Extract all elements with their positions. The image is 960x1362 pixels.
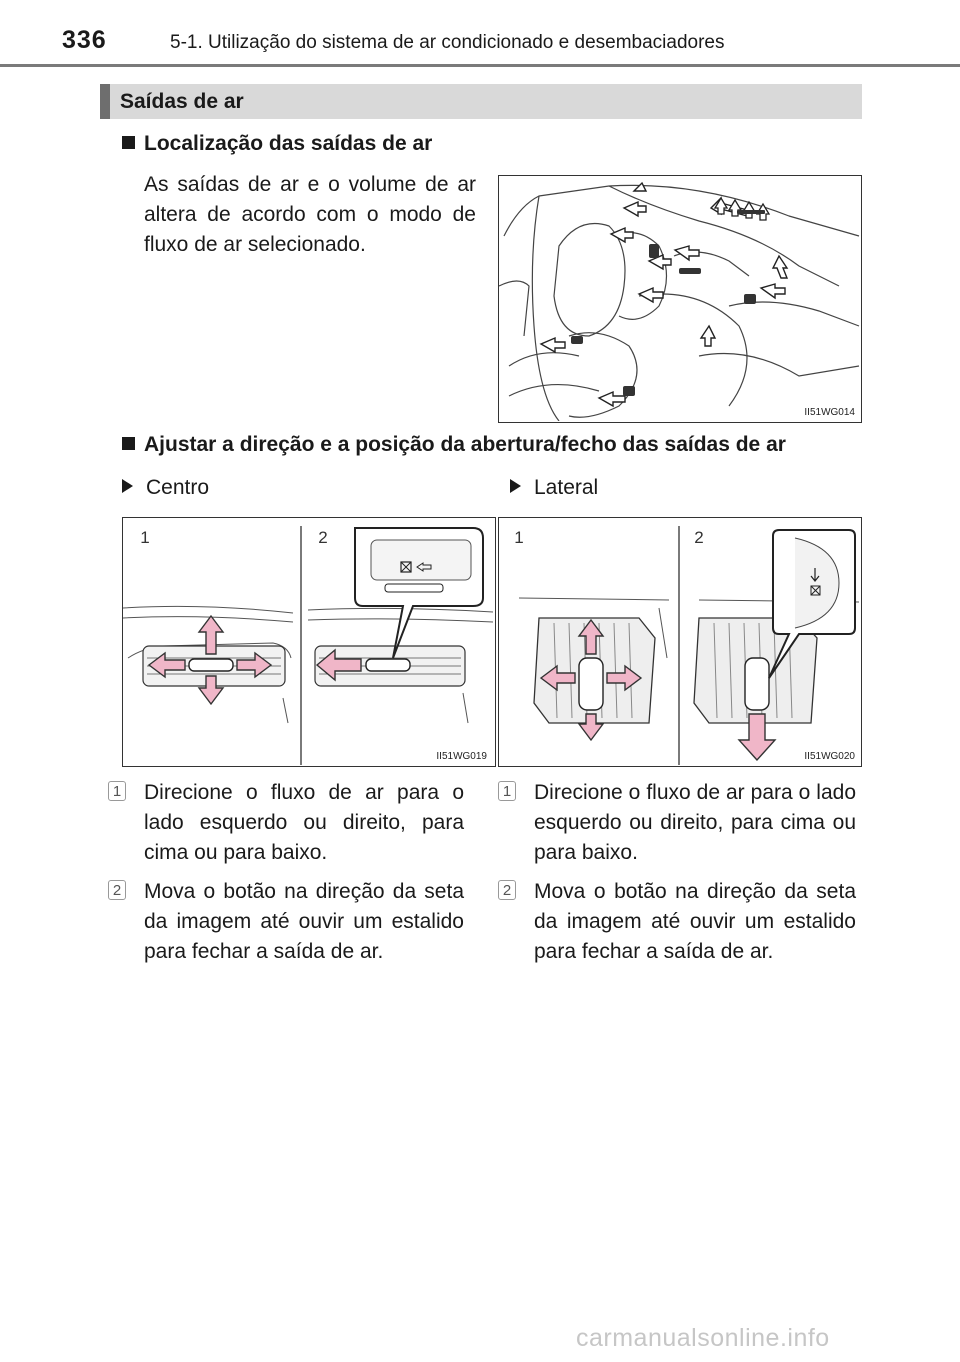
section-title-bar: Saídas de ar xyxy=(100,84,862,119)
square-bullet-icon xyxy=(122,437,135,450)
car-interior-illustration xyxy=(499,181,860,422)
vent-location-figure: II51WG014 xyxy=(498,175,862,423)
center-vent-illustration xyxy=(123,526,494,765)
center-step-1: Direcione o fluxo de ar para o lado esqu… xyxy=(144,781,464,864)
side-label: Lateral xyxy=(510,476,598,500)
triangle-bullet-icon xyxy=(122,479,133,493)
watermark: carmanualsonline.info xyxy=(576,1324,830,1352)
center-label-text: Centro xyxy=(146,476,210,499)
adjust-heading: Ajustar a direção e a posição da abertur… xyxy=(122,433,786,457)
step-number-badge: 1 xyxy=(498,781,516,801)
triangle-bullet-icon xyxy=(510,479,521,493)
page-number: 336 xyxy=(62,26,107,54)
chapter-title: 5-1. Utilização do sistema de ar condici… xyxy=(170,32,725,53)
location-heading: Localização das saídas de ar xyxy=(122,132,432,156)
location-heading-text: Localização das saídas de ar xyxy=(144,132,433,155)
side-vent-figure: 1 2 II51WG020 xyxy=(498,517,862,767)
center-vent-figure: 1 2 II51WG019 xyxy=(122,517,496,767)
callout-2: 2 xyxy=(318,528,328,547)
header-rule xyxy=(0,64,960,67)
callout-1: 1 xyxy=(140,528,150,547)
center-step-2: Mova o botão na direção da seta da image… xyxy=(144,880,464,963)
side-vent-illustration xyxy=(518,526,860,765)
figure-code: II51WG014 xyxy=(804,407,855,418)
step-number-badge: 1 xyxy=(108,781,126,801)
center-label: Centro xyxy=(122,476,209,500)
figure-code: II51WG019 xyxy=(436,751,487,762)
step-number-badge: 2 xyxy=(498,880,516,900)
callout-2: 2 xyxy=(694,528,704,547)
section-title: Saídas de ar xyxy=(120,90,244,113)
square-bullet-icon xyxy=(122,136,135,149)
figure-code: II51WG020 xyxy=(804,751,855,762)
side-label-text: Lateral xyxy=(534,476,599,499)
callout-1: 1 xyxy=(514,528,524,547)
side-step-1: Direcione o fluxo de ar para o lado esqu… xyxy=(534,781,856,864)
location-text: As saídas de ar e o volume de ar altera … xyxy=(144,173,476,256)
step-number-badge: 2 xyxy=(108,880,126,900)
side-step-2: Mova o botão na direção da seta da image… xyxy=(534,880,856,963)
adjust-heading-text: Ajustar a direção e a posição da abertur… xyxy=(144,433,786,456)
